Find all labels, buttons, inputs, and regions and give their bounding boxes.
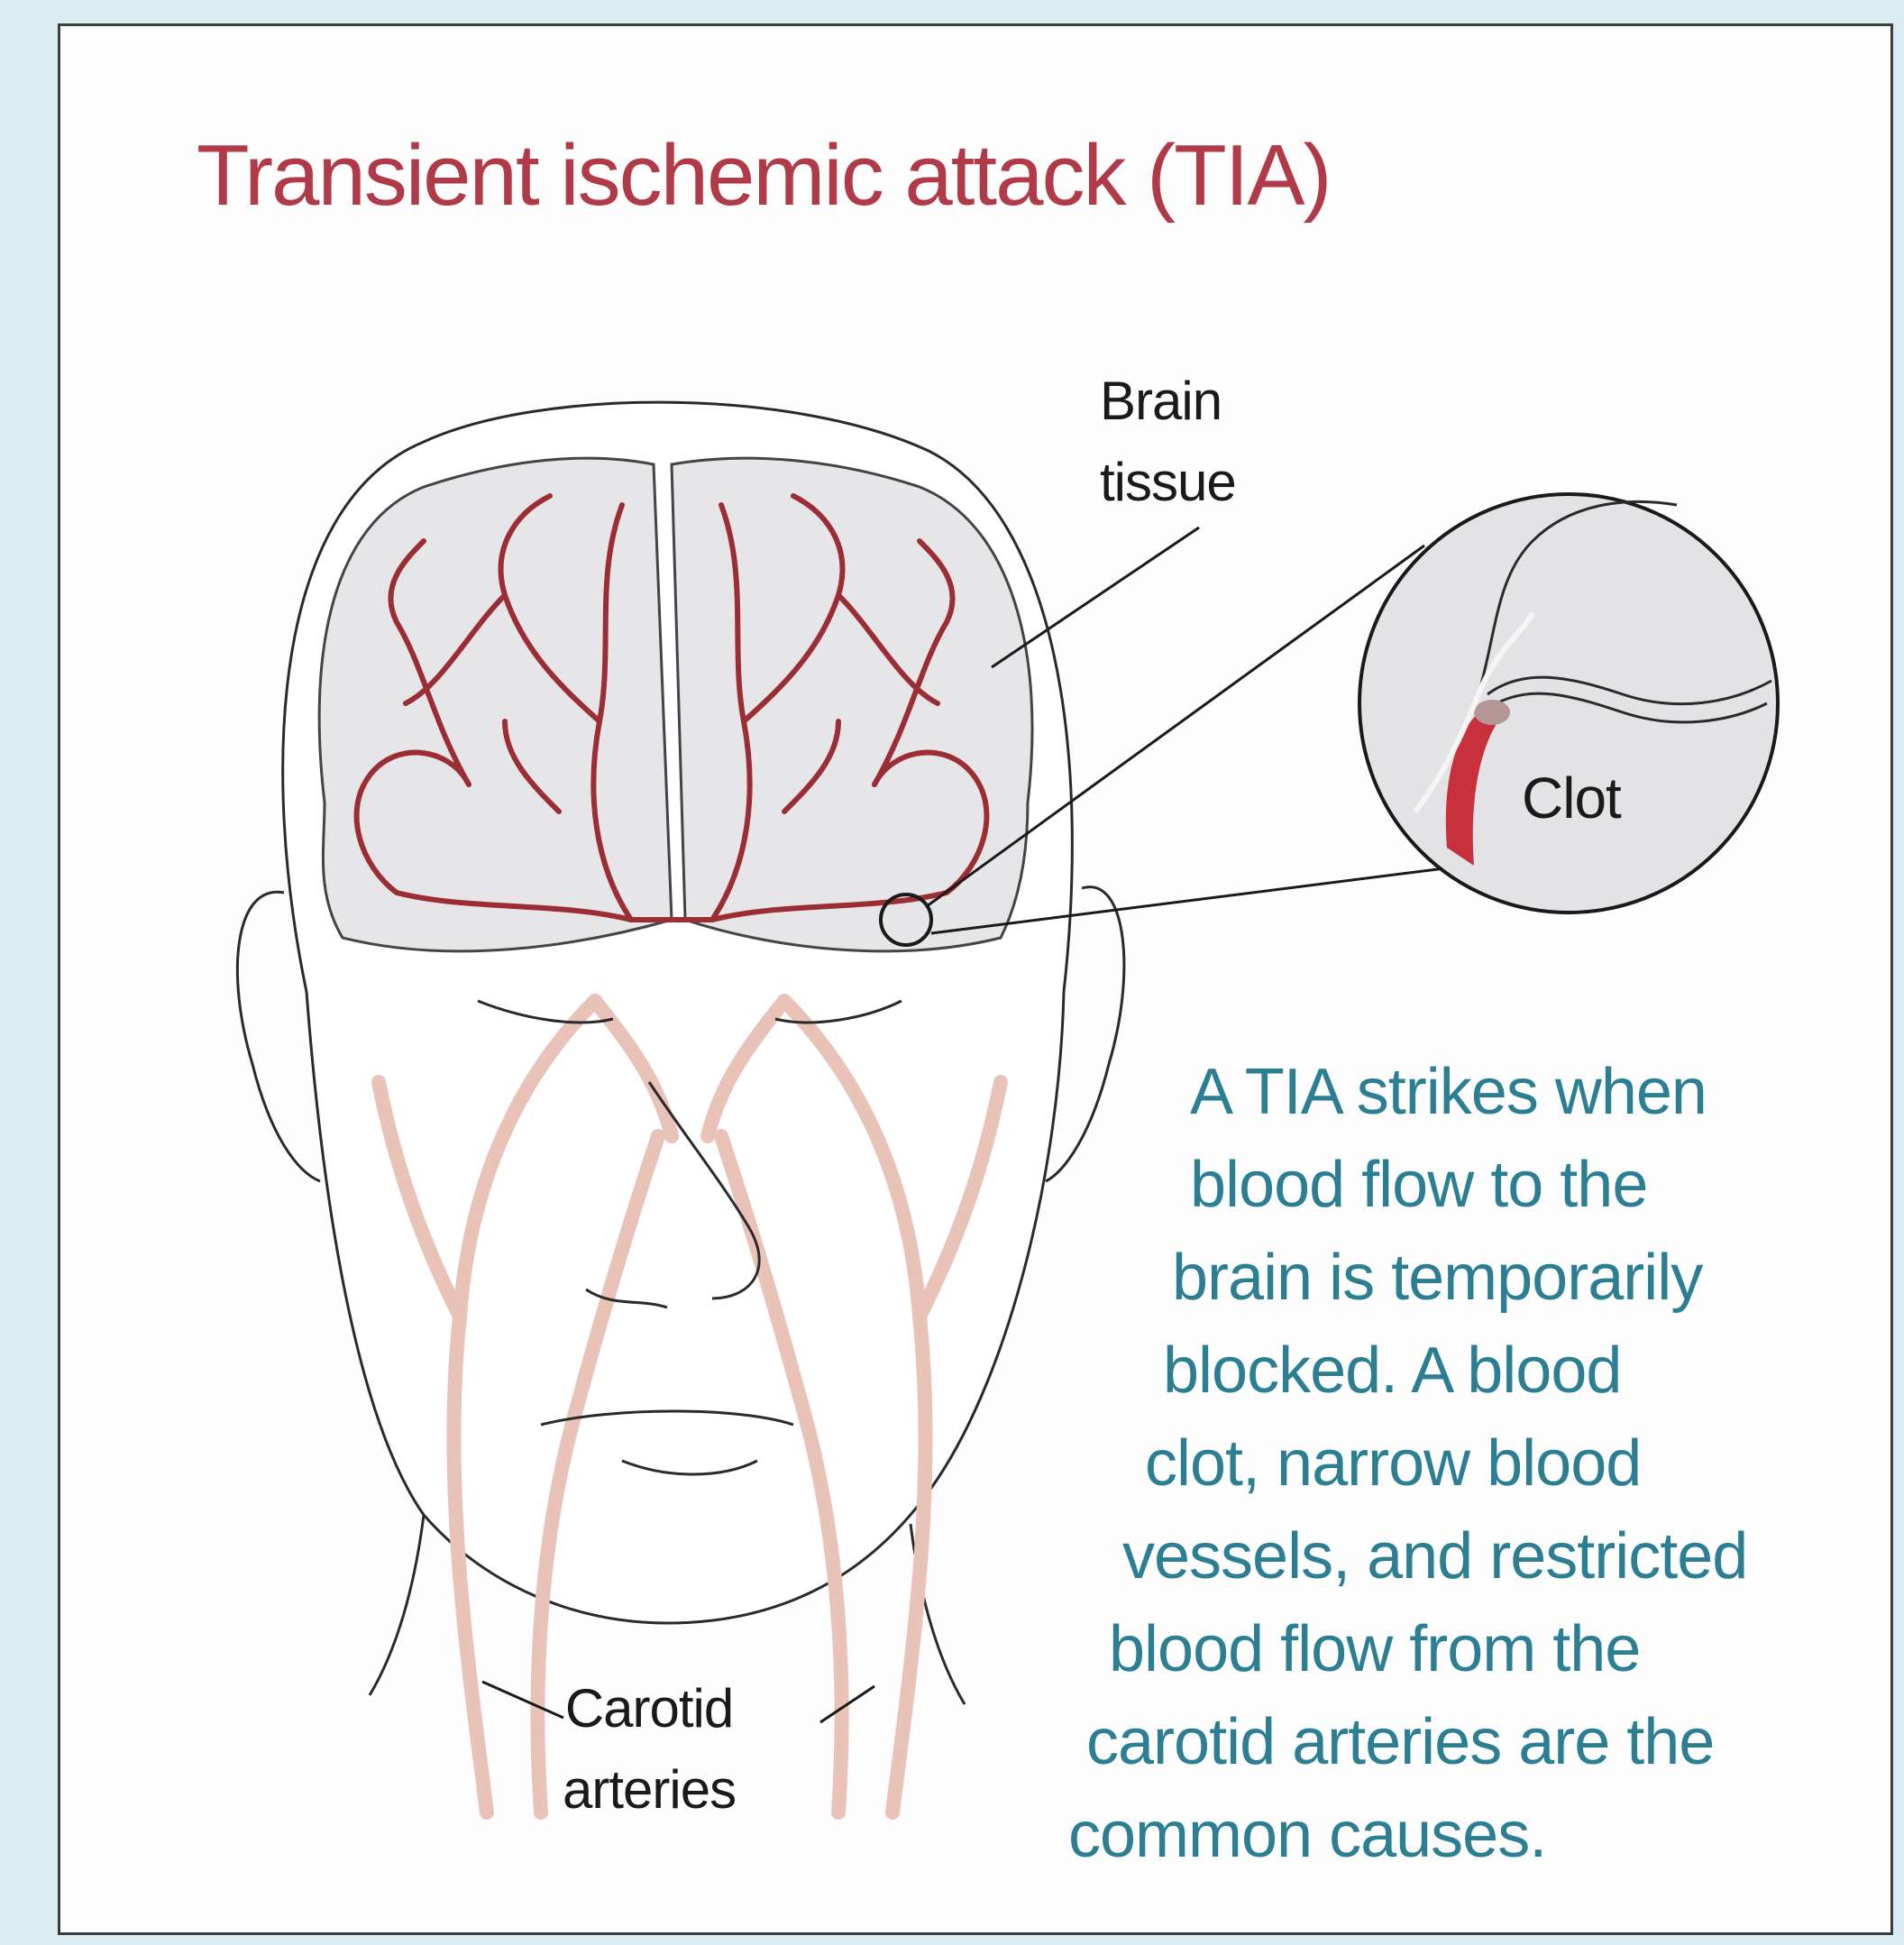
brain-tissue-label: Brain tissue <box>1100 361 1236 523</box>
carotid-label-line-1: Carotid <box>563 1668 736 1749</box>
caption-line: blood flow to the <box>1064 1139 1839 1232</box>
caption-line: A TIA strikes when <box>1064 1046 1839 1139</box>
caption-line: brain is temporarily <box>1064 1232 1839 1325</box>
clot-inset <box>1359 494 1778 913</box>
caption-line: blood flow from the <box>1064 1603 1839 1696</box>
carotid-arteries-label: Carotid arteries <box>563 1668 736 1830</box>
brain-label-line-1: Brain <box>1100 361 1236 442</box>
caption-line: vessels, and restricted <box>1064 1510 1839 1603</box>
caption-line: common causes. <box>1064 1789 1839 1882</box>
caption-line: clot, narrow blood <box>1064 1417 1839 1510</box>
caption-text: A TIA strikes when blood flow to the bra… <box>1064 1046 1839 1882</box>
caption-line: carotid arteries are the <box>1064 1696 1839 1789</box>
brain-label-line-2: tissue <box>1100 442 1236 523</box>
carotid-label-line-2: arteries <box>563 1749 736 1830</box>
clot-label: Clot <box>1522 757 1621 839</box>
caption-line: blocked. A blood <box>1064 1325 1839 1417</box>
